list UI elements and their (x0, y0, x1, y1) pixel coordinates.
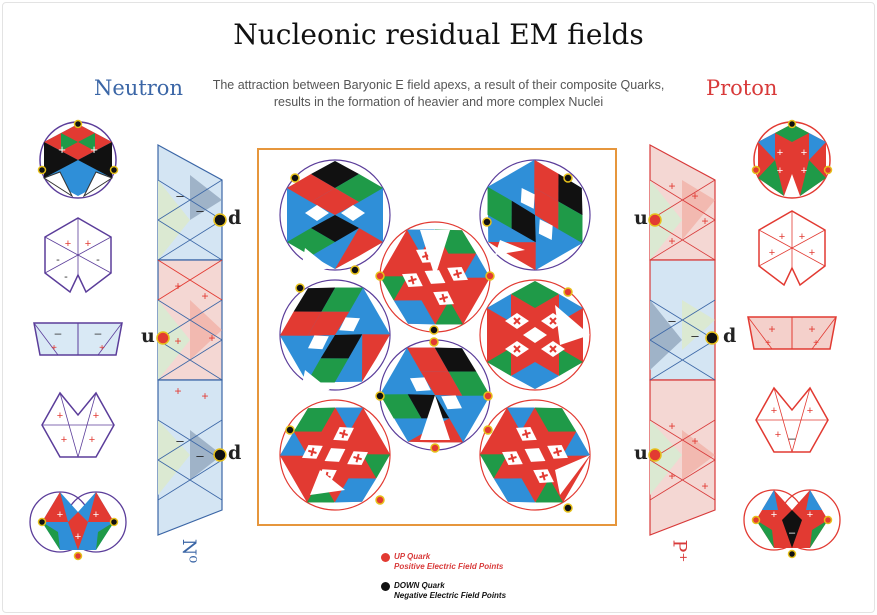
svg-text:+: + (807, 405, 813, 417)
neutron-pair-colored: + + + (29, 491, 127, 561)
svg-text:+: + (765, 338, 771, 349)
svg-text:+: + (208, 331, 215, 345)
up-quark-title: UP Quark (394, 552, 431, 561)
svg-text:+: + (174, 334, 181, 348)
subtitle: The attraction between Baryonic E field … (212, 78, 665, 109)
svg-text:+: + (93, 410, 99, 422)
svg-text:+: + (813, 338, 819, 349)
svg-text:+: + (99, 343, 105, 354)
neutron-quark-2: u (141, 325, 155, 347)
svg-text:+: + (57, 509, 63, 521)
proton-quark-2: d (723, 325, 737, 347)
neutron-colored-nucleon: + + (37, 119, 119, 199)
svg-text:+: + (691, 434, 698, 448)
svg-text:–: – (668, 313, 676, 328)
svg-text:–: – (789, 527, 796, 539)
proton-pair-outline: + + + – (755, 386, 829, 453)
svg-text:+: + (90, 142, 98, 157)
svg-text:+: + (808, 322, 815, 336)
svg-text:+: + (65, 238, 71, 250)
svg-text:–: – (176, 188, 184, 203)
svg-text:+: + (799, 231, 805, 243)
proton-label: Proton (706, 76, 778, 100)
svg-text:–: – (55, 326, 62, 340)
neutron-outline-nucleon: + + - - - (44, 217, 112, 294)
neutron-label: Neutron (94, 76, 183, 100)
proton-quark-1: u (634, 207, 648, 229)
svg-text:+: + (801, 147, 807, 159)
svg-text:+: + (701, 214, 708, 228)
svg-text:+: + (89, 434, 95, 446)
proton-pair-colored: + + – (743, 489, 841, 559)
svg-text:+: + (701, 479, 708, 493)
up-quark-desc: Positive Electric Field Points (394, 562, 504, 571)
svg-text:+: + (807, 509, 813, 521)
svg-text:+: + (668, 469, 675, 483)
svg-text:+: + (85, 238, 91, 250)
down-quark-title: DOWN Quark (394, 581, 445, 590)
neutron-quark-1: d (228, 207, 242, 229)
down-quark-dot (381, 582, 390, 591)
svg-text:+: + (771, 405, 777, 417)
svg-text:-: - (56, 254, 60, 266)
proton-quark-3: u (634, 442, 648, 464)
svg-text:+: + (201, 289, 208, 303)
svg-text:+: + (58, 142, 66, 157)
svg-text:+: + (779, 231, 785, 243)
svg-text:–: – (176, 433, 184, 448)
svg-text:+: + (201, 389, 208, 403)
svg-text:+: + (809, 247, 815, 259)
svg-text:+: + (57, 410, 63, 422)
down-quark-desc: Negative Electric Field Points (394, 591, 507, 600)
svg-text:+: + (174, 384, 181, 398)
svg-text:+: + (777, 165, 783, 177)
svg-text:+: + (768, 322, 775, 336)
svg-text:+: + (174, 279, 181, 293)
svg-text:+: + (691, 189, 698, 203)
svg-text:+: + (777, 147, 783, 159)
proton-colored-nucleon: + + + + (751, 119, 833, 199)
svg-text:+: + (771, 509, 777, 521)
svg-text:+: + (75, 531, 81, 543)
svg-text:+: + (93, 509, 99, 521)
svg-text:+: + (668, 234, 675, 248)
svg-text:-: - (64, 271, 68, 283)
svg-text:+: + (668, 419, 675, 433)
svg-text:+: + (775, 429, 781, 441)
svg-text:+: + (61, 434, 67, 446)
proton-strip: + + + + (747, 316, 837, 350)
neutron-quark-3: d (228, 442, 242, 464)
proton-outline-nucleon: + + + + (758, 210, 826, 287)
svg-text:–: – (196, 448, 204, 463)
svg-text:–: – (196, 203, 204, 218)
svg-text:–: – (95, 326, 102, 340)
svg-text:+: + (668, 179, 675, 193)
svg-text:+: + (51, 343, 57, 354)
up-quark-dot (381, 553, 390, 562)
page-title: Nucleonic residual EM fields (233, 18, 644, 51)
svg-text:+: + (769, 247, 775, 259)
svg-text:–: – (691, 328, 699, 343)
svg-text:–: – (789, 431, 796, 445)
svg-text:+: + (801, 165, 807, 177)
neutron-strip: – – + + (33, 322, 123, 356)
svg-text:-: - (96, 254, 100, 266)
neutron-pair-outline: + + + + (41, 391, 115, 458)
